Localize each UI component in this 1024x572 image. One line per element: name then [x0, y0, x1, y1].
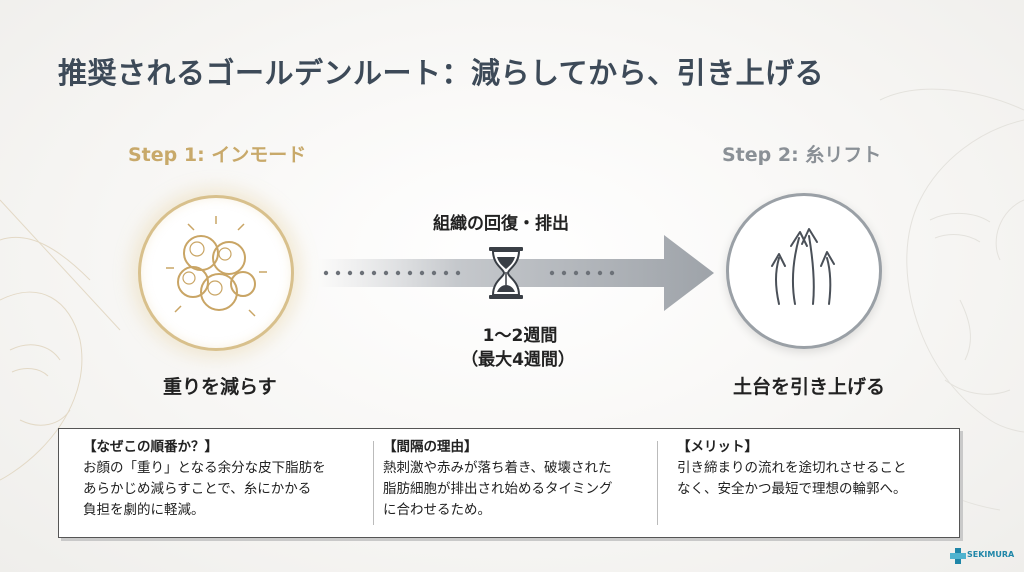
- info-column-order: 【なぜこの順番か？】 お顔の「重り」となる余分な皮下脂肪を あらかじめ減らすこと…: [83, 437, 379, 521]
- transition-arrow: [318, 235, 714, 311]
- logo-text: SEKIMURA: [967, 550, 1015, 559]
- step1-caption: 重りを減らす: [163, 376, 277, 398]
- cross-logo-icon: [950, 548, 966, 564]
- lift-arrows-icon: [771, 228, 835, 305]
- info-text-line: なく、安全かつ最短で理想の輪郭へ。: [677, 481, 907, 497]
- info-heading: 【間隔の理由】: [383, 439, 478, 455]
- info-text-line: あらかじめ減らすことで、糸にかかる: [83, 481, 312, 497]
- step2-label: Step 2: 糸リフト: [722, 144, 882, 166]
- info-heading: 【なぜこの順番か？】: [83, 439, 218, 455]
- transition-label: 組織の回復・排出: [433, 214, 569, 234]
- info-text-line: 熱刺激や赤みが落ち着き、破壊された: [383, 460, 612, 476]
- hourglass-icon: [489, 247, 523, 299]
- info-text-line: 引き締まりの流れを途切れさせること: [677, 460, 907, 476]
- step1-circle: [138, 195, 294, 351]
- sekimura-logo: SEKIMURA: [950, 546, 1015, 566]
- info-text-line: 脂肪細胞が排出され始めるタイミング: [383, 481, 613, 497]
- info-text-line: に合わせるため。: [383, 502, 491, 518]
- interval-max-period: （最大4週間）: [461, 350, 575, 370]
- fat-cells-icon: [166, 216, 267, 317]
- info-column-merit: 【メリット】 引き締まりの流れを途切れさせること なく、安全かつ最短で理想の輪郭…: [677, 437, 953, 500]
- info-text-line: お顔の「重り」となる余分な皮下脂肪を: [83, 460, 326, 476]
- step2-caption: 土台を引き上げる: [733, 376, 886, 398]
- step2-circle: [726, 193, 882, 349]
- page-title: 推奨されるゴールデンルート：減らしてから、引き上げる: [58, 56, 825, 90]
- column-divider: [373, 441, 374, 525]
- info-text-line: 負担を劇的に軽減。: [83, 502, 205, 518]
- info-column-interval: 【間隔の理由】 熱刺激や赤みが落ち着き、破壊された 脂肪細胞が排出され始めるタイ…: [383, 437, 663, 521]
- interval-period: 1〜2週間: [482, 326, 558, 346]
- step1-label: Step 1: インモード: [128, 144, 307, 166]
- info-heading: 【メリット】: [677, 439, 758, 455]
- info-box: 【なぜこの順番か？】 お顔の「重り」となる余分な皮下脂肪を あらかじめ減らすこと…: [58, 428, 960, 538]
- column-divider: [657, 441, 658, 525]
